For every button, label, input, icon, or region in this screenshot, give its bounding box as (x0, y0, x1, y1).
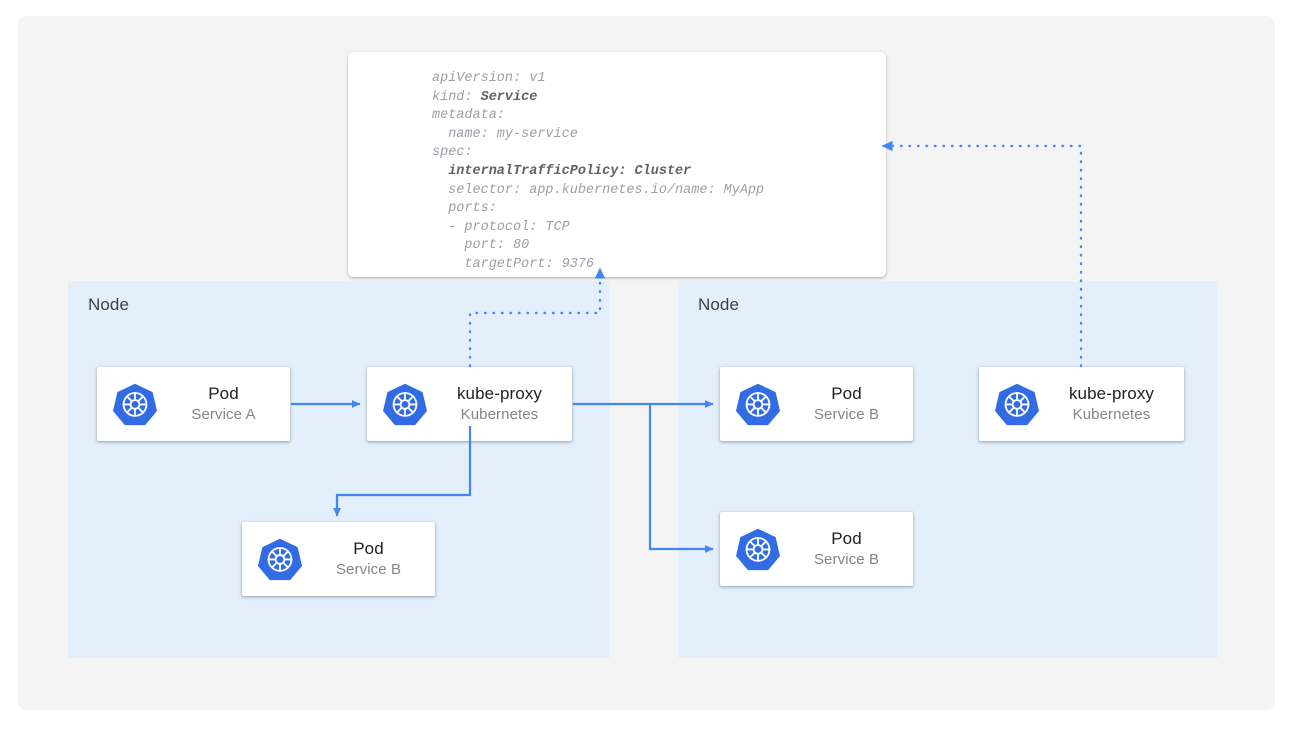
kubernetes-icon (383, 382, 427, 426)
pod-service-b-left-text: Pod Service B (302, 538, 435, 580)
card-subtitle: Service B (813, 551, 880, 568)
pod-service-a-card[interactable]: Pod Service A (97, 367, 290, 441)
pod-service-b-left-card[interactable]: Pod Service B (242, 522, 435, 596)
card-title: Pod (208, 384, 239, 403)
service-manifest-panel: apiVersion: v1 kind: Service metadata: n… (348, 52, 886, 277)
node-left: Node (68, 281, 610, 658)
kubernetes-icon (736, 382, 780, 426)
pod-service-b-right-top-text: Pod Service B (780, 383, 913, 425)
node-left-label: Node (88, 295, 130, 314)
service-manifest-code: apiVersion: v1 kind: Service metadata: n… (432, 71, 765, 272)
kubernetes-icon (258, 537, 302, 581)
kube-proxy-left-card[interactable]: kube-proxy Kubernetes (367, 367, 572, 441)
kube-proxy-left-text: kube-proxy Kubernetes (427, 383, 572, 425)
kubernetes-icon (113, 382, 157, 426)
kube-proxy-right-text: kube-proxy Kubernetes (1039, 383, 1184, 425)
pod-service-b-right-top-card[interactable]: Pod Service B (720, 367, 913, 441)
pod-service-a-text: Pod Service A (157, 383, 290, 425)
card-subtitle: Service B (335, 561, 402, 578)
diagram-canvas: Node Node apiVersion: v1 kind: Service m… (18, 16, 1275, 710)
kubernetes-icon (736, 527, 780, 571)
card-title: kube-proxy (456, 384, 543, 403)
card-subtitle: Service A (191, 406, 256, 423)
card-title: Pod (831, 529, 862, 548)
kubernetes-icon (995, 382, 1039, 426)
kube-proxy-right-card[interactable]: kube-proxy Kubernetes (979, 367, 1184, 441)
card-subtitle: Kubernetes (1072, 406, 1151, 423)
card-title: Pod (831, 384, 862, 403)
pod-service-b-right-bottom-card[interactable]: Pod Service B (720, 512, 913, 586)
node-right-label: Node (698, 295, 740, 314)
card-title: Pod (353, 539, 384, 558)
card-title: kube-proxy (1068, 384, 1155, 403)
node-right: Node (678, 281, 1218, 658)
pod-service-b-right-bottom-text: Pod Service B (780, 528, 913, 570)
card-subtitle: Service B (813, 406, 880, 423)
card-subtitle: Kubernetes (460, 406, 539, 423)
